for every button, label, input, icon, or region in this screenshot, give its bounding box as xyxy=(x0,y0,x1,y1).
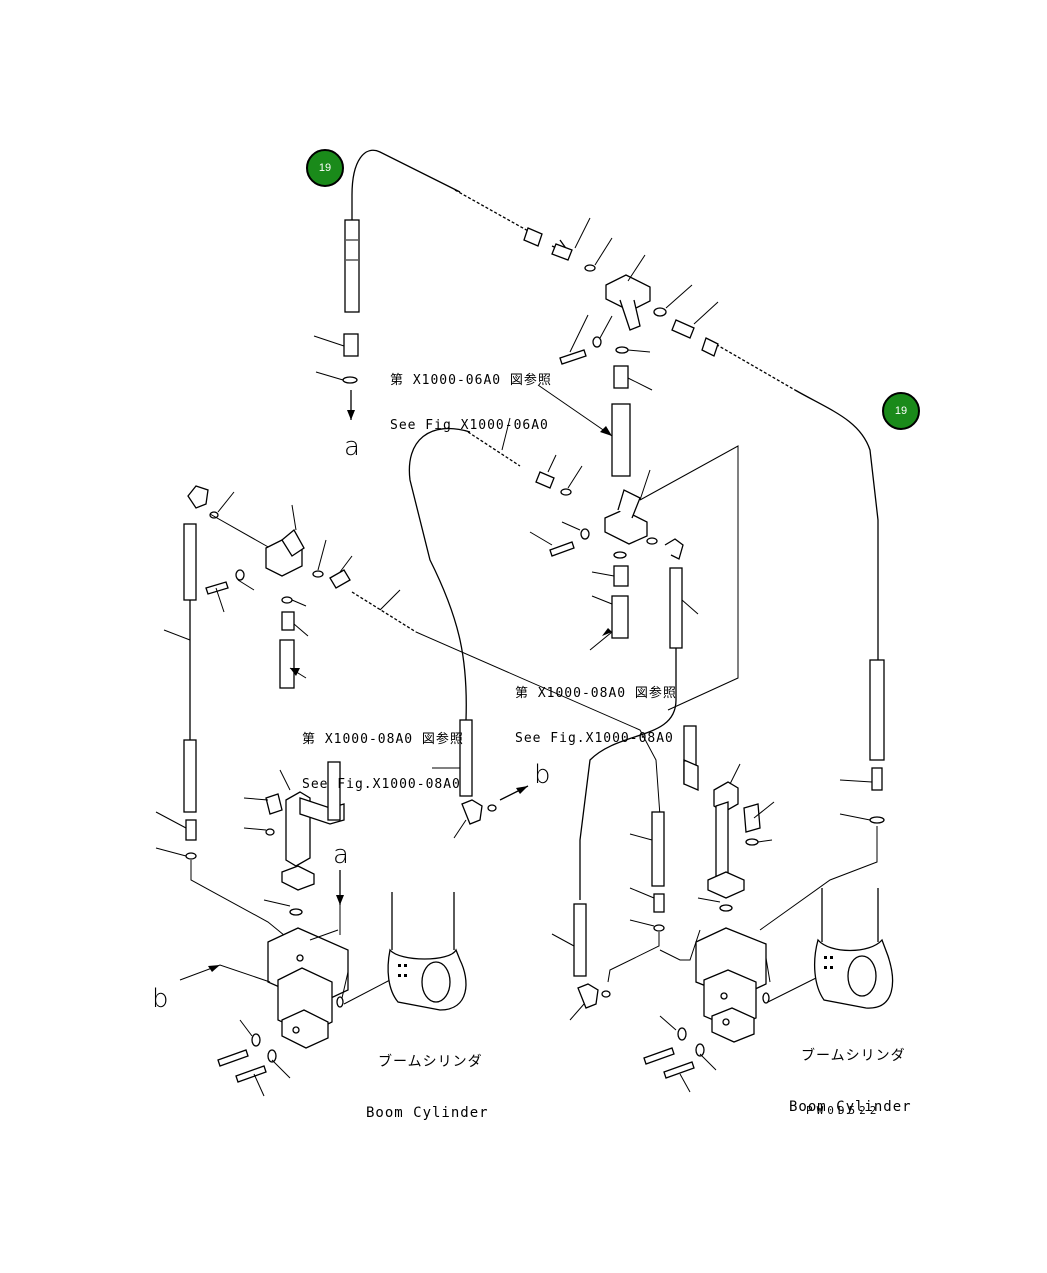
callout-19-right[interactable]: 19 xyxy=(882,392,920,430)
left-assembly xyxy=(155,485,661,1097)
boom-cylinder-left-shape xyxy=(387,892,467,1011)
reference-08A0-left-jp: 第 X1000-08A0 図参照 xyxy=(302,732,464,747)
boom-cylinder-left-label: ブームシリンダ Boom Cylinder xyxy=(366,1020,489,1139)
boom-cylinder-right-label-jp: ブームシリンダ xyxy=(801,1048,906,1064)
boom-cylinder-right-label: ブームシリンダ Boom Cylinder xyxy=(789,1014,912,1133)
reference-08A0-center: 第 X1000-08A0 図参照 See Fig.X1000-08A0 xyxy=(515,656,677,761)
center-lower-hose xyxy=(432,719,665,983)
connection-letter-a-mid: a xyxy=(333,840,349,870)
boom-cylinder-left-label-jp: ブームシリンダ xyxy=(378,1054,483,1070)
boom-cylinder-left-label-en: Boom Cylinder xyxy=(366,1105,489,1121)
boom-cylinder-right-shape xyxy=(814,888,894,1009)
reference-08A0-center-en: See Fig.X1000-08A0 xyxy=(515,731,674,746)
right-assembly xyxy=(551,659,885,1093)
drawing-code: PW0D522 xyxy=(806,1104,881,1117)
left-top-fitting-stack xyxy=(313,195,360,420)
reference-06A0-jp: 第 X1000-06A0 図参照 xyxy=(390,373,552,388)
callout-19-left[interactable]: 19 xyxy=(306,149,344,187)
connection-letter-b-left: b xyxy=(152,984,169,1014)
reference-08A0-left: 第 X1000-08A0 図参照 See Fig.X1000-08A0 xyxy=(302,702,464,807)
reference-08A0-center-jp: 第 X1000-08A0 図参照 xyxy=(515,686,677,701)
connection-letter-b-mid: b xyxy=(534,760,551,790)
reference-08A0-left-en: See Fig.X1000-08A0 xyxy=(302,777,461,792)
reference-06A0-en: See Fig X1000-06A0 xyxy=(390,418,549,433)
center-hose-assembly xyxy=(408,417,739,900)
reference-06A0: 第 X1000-06A0 図参照 See Fig X1000-06A0 xyxy=(390,343,552,448)
top-hose-assembly xyxy=(351,149,879,660)
boom-cylinder-right-label-en: Boom Cylinder xyxy=(789,1099,912,1115)
connection-letter-a-top: a xyxy=(344,432,360,462)
